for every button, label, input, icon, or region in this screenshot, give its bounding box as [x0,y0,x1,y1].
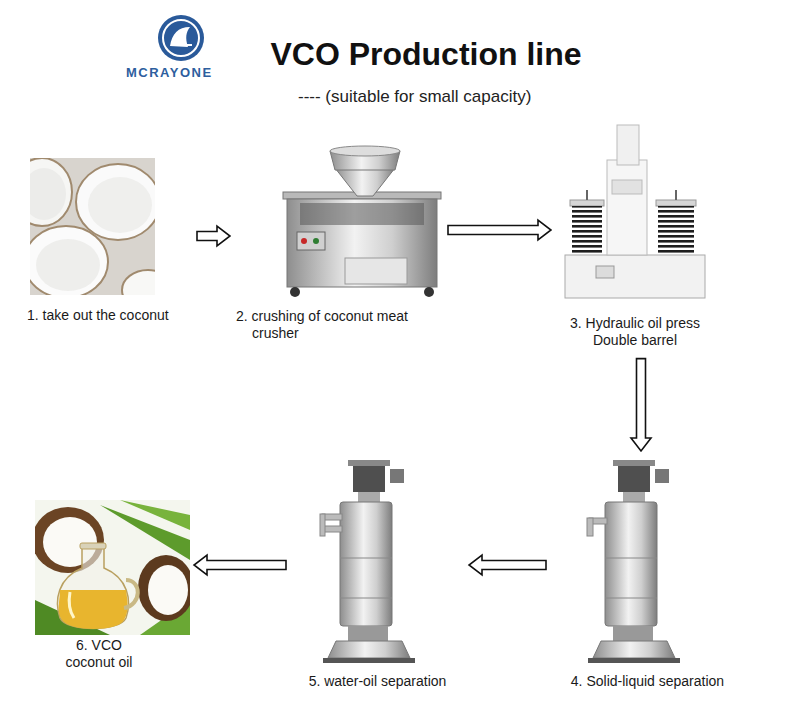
tubular-centrifuge [348,460,390,466]
tubular-centrifuge [618,466,650,492]
subtitle-note: ---- (suitable for small capacity) [298,87,628,107]
tubular-centrifuge [323,658,415,663]
coconut-photo [76,164,155,240]
coconut-photo [30,158,155,295]
process-step: 3. Hydraulic oil press Double barrel [555,120,715,355]
process-step: 6. VCO coconut oil [30,495,190,677]
crusher-machine [335,168,395,196]
tubular-centrifuge [613,460,655,466]
tubular-centrifuge [320,514,325,536]
tubular-centrifuge [588,658,680,663]
crusher-machine [300,203,424,225]
crusher-machine [424,287,434,297]
coconut-photo [88,177,152,233]
step-caption: 5. water-oil separation [290,673,465,690]
logo-mark [176,44,192,46]
tubular-centrifuge [340,558,392,559]
crusher-machine [345,258,407,284]
coconut-photo [30,168,66,220]
logo-mark [158,15,204,61]
hydraulic-press [658,206,694,255]
tubular-centrifuge [605,558,657,559]
coconut-oil-photo [69,592,74,618]
coconut-photo [30,158,72,226]
hydraulic-press [586,190,588,200]
tubular-centrifuge [605,502,657,626]
coconut-photo [36,239,100,291]
flow-arrow [194,555,286,575]
crusher-machine [313,238,319,244]
flow-arrow [631,359,651,451]
hydraulic-press [572,206,602,255]
step-caption: 3. Hydraulic oil press Double barrel [555,315,715,349]
tubular-centrifuge [328,641,410,658]
tubular-centrifuge [613,626,653,641]
tubular-centrifuge [340,598,392,599]
hydraulic-press [617,125,639,165]
tubular-centrifuge [320,460,415,663]
coconut-oil-photo [120,500,190,530]
tubular-centrifuge [390,469,404,483]
process-step: 1. take out the coconut [25,155,193,330]
crusher-machine [330,146,400,156]
step-caption: 6. VCO coconut oil [30,637,190,671]
tubular-centrifuge [348,626,388,641]
tubular-centrifuge [587,460,680,663]
coconut-oil-photo [35,500,190,635]
process-step: 2. crushing of coconut meat crusher [234,145,444,348]
crusher-machine [301,238,307,244]
crusher-machine [297,232,325,250]
crusher-machine [287,199,437,287]
hydraulic-press [612,180,642,194]
crusher-machine [290,287,300,297]
coconut-photo [122,270,155,295]
hydraulic-press [565,255,705,298]
step-caption: 1. take out the coconut [25,307,193,324]
tubular-centrifuge [340,502,392,626]
step-caption: 2. crushing of coconut meat crusher [234,308,444,342]
tubular-centrifuge [587,518,593,536]
tubular-centrifuge [605,598,657,599]
coconut-oil-photo [80,543,106,549]
flow-arrow [469,555,546,575]
coconut-oil-photo [59,590,128,629]
process-step: 5. water-oil separation [290,455,465,696]
tubular-centrifuge [655,469,669,483]
step-caption: 4. Solid-liquid separation [550,673,745,690]
brand-name: MCRAYONE [126,65,226,81]
coconut-oil-photo [58,548,129,629]
logo-mark [163,20,199,56]
tubular-centrifuge [358,492,380,502]
hydraulic-press [596,266,614,278]
diagram-title: VCO Production line [236,36,616,73]
tubular-centrifuge [623,492,645,502]
hydraulic-press [565,125,705,298]
flow-arrow [448,220,551,240]
hydraulic-press [607,160,647,255]
hydraulic-press [675,190,677,200]
hydraulic-press [570,200,604,206]
coconut-oil-photo [148,565,188,615]
hydraulic-press [656,200,696,206]
process-step: 4. Solid-liquid separation [550,455,745,696]
coconut-oil-photo [124,580,138,608]
coconut-photo [30,226,108,295]
flow-arrow [197,226,230,246]
tubular-centrifuge [353,466,385,492]
coconut-oil-photo [138,555,190,621]
logo-mark [158,15,204,61]
crusher-machine [283,146,441,297]
tubular-centrifuge [593,641,675,658]
